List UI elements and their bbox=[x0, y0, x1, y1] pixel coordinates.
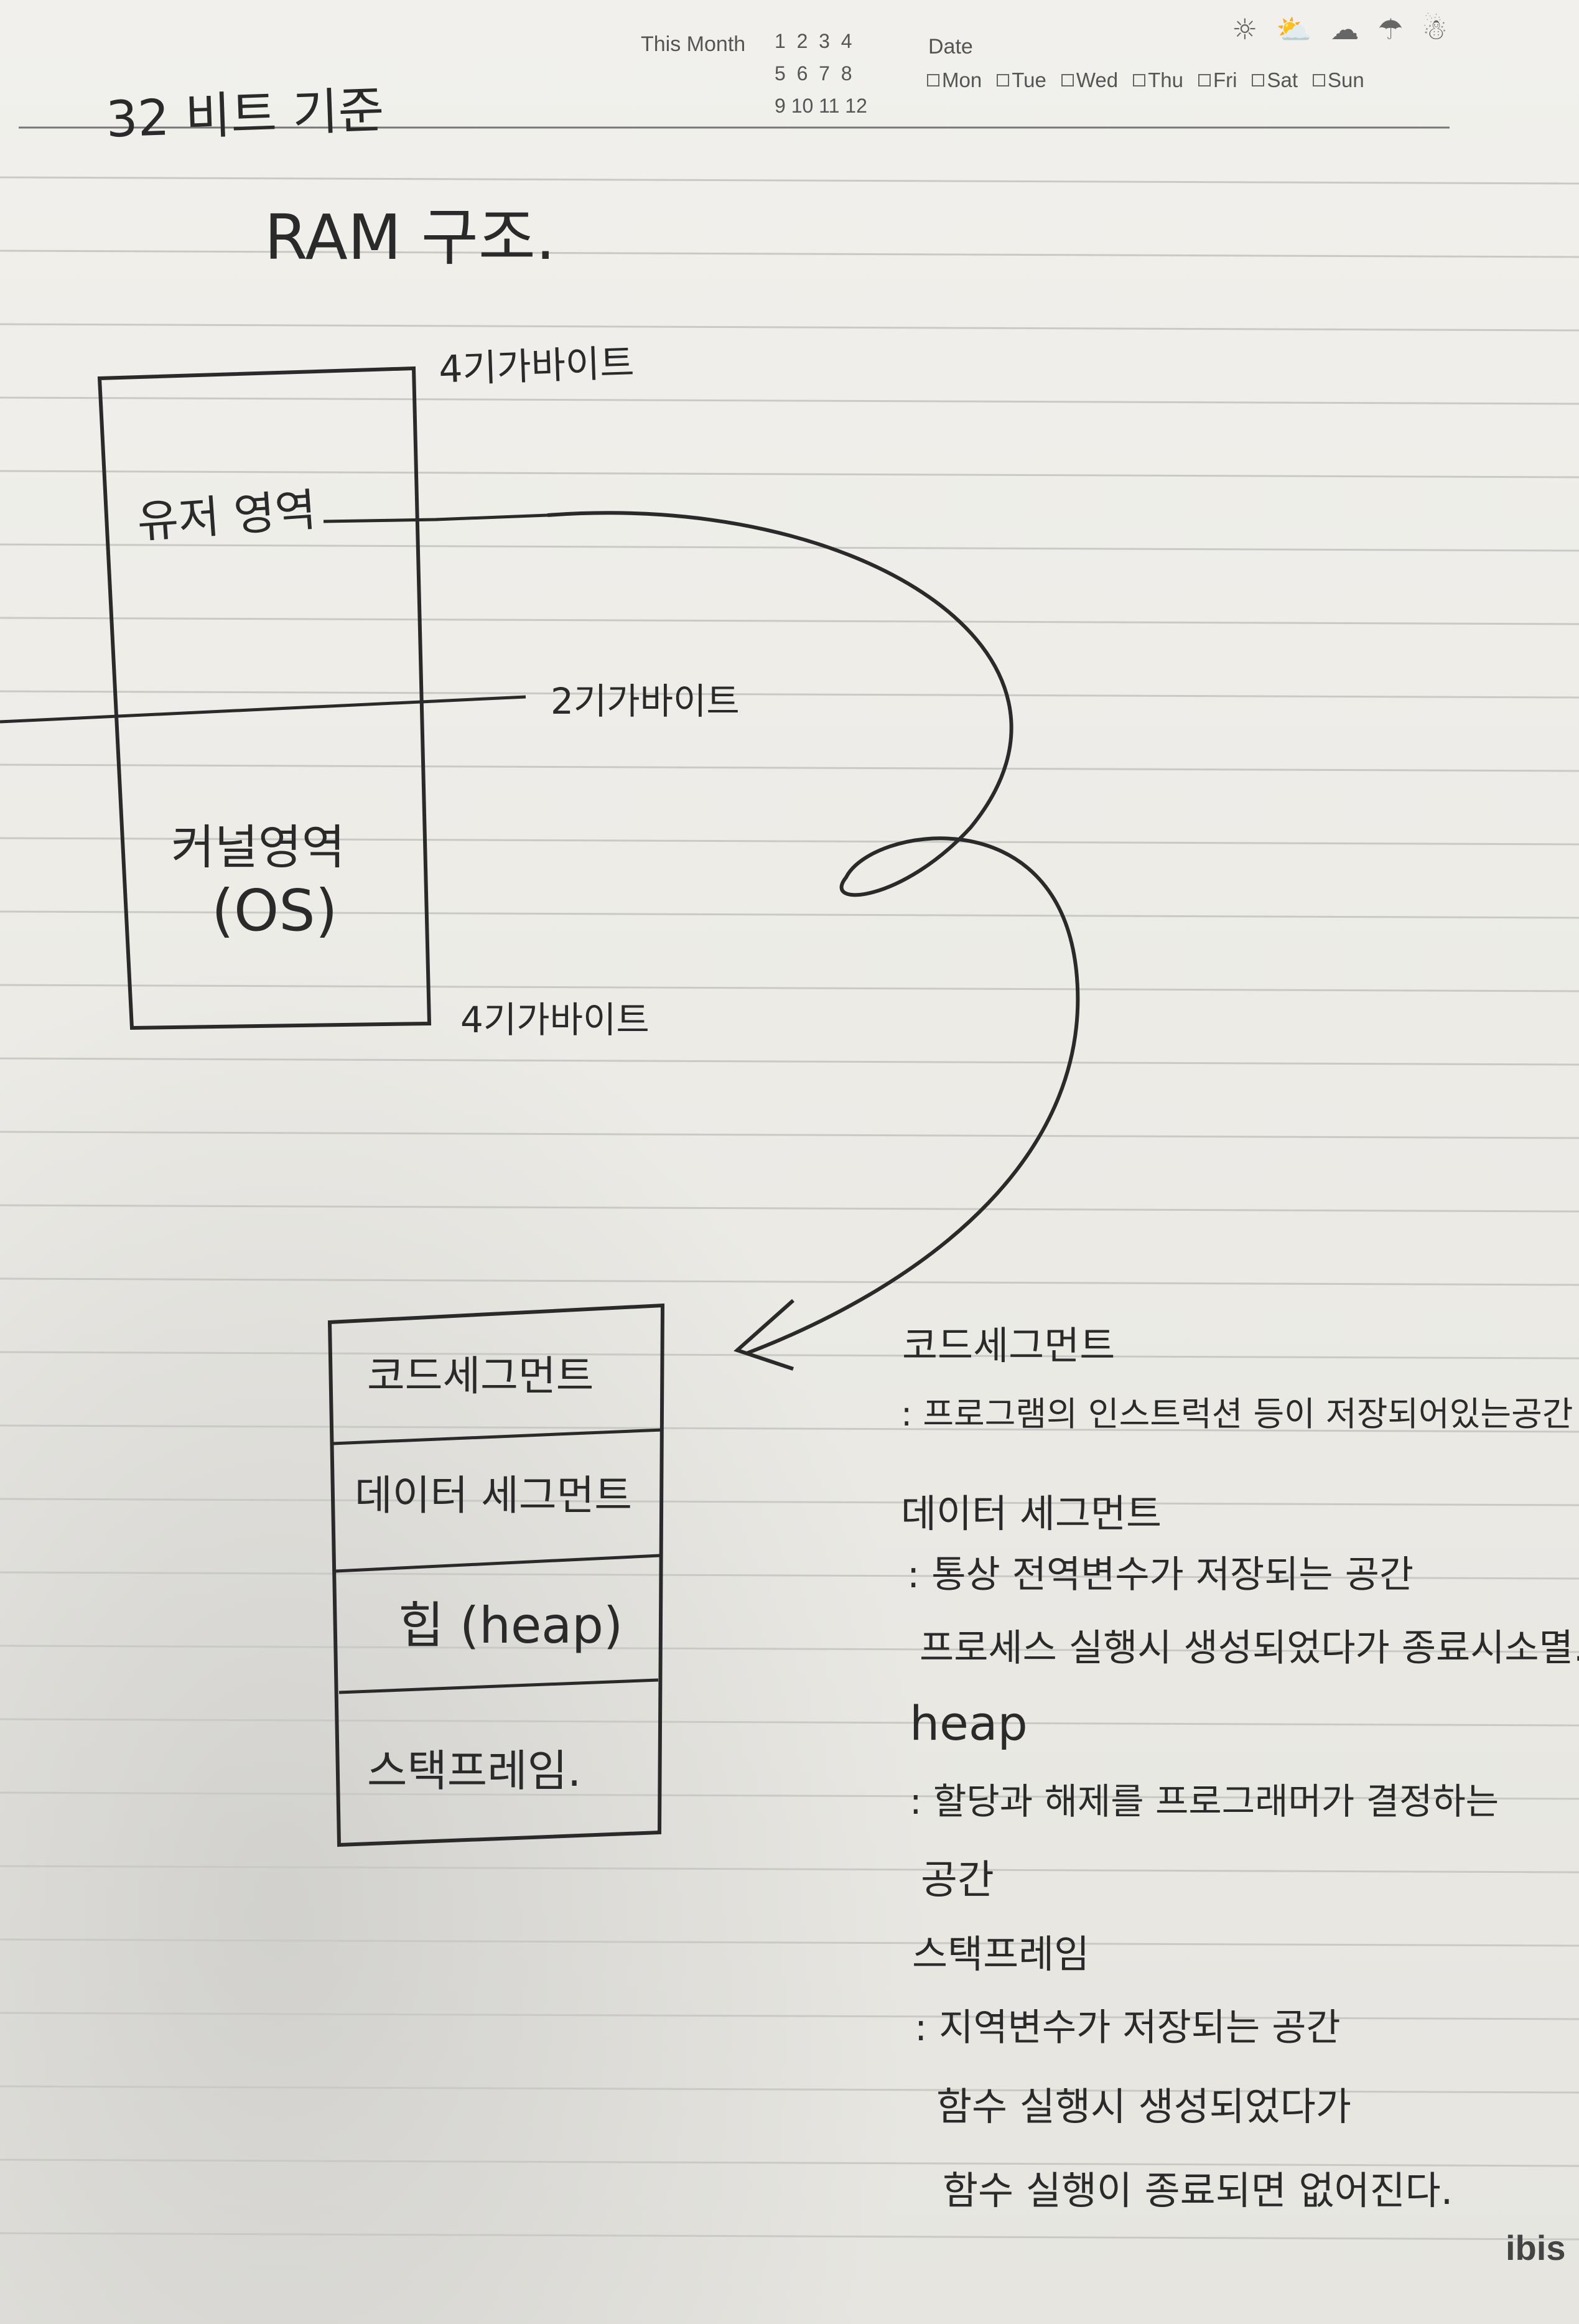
ruled-line bbox=[0, 1057, 1579, 1066]
ruled-line bbox=[0, 1498, 1579, 1506]
kernel-os-label: (OS) bbox=[212, 877, 338, 944]
this-month-label: This Month bbox=[641, 32, 746, 56]
ram-divider bbox=[0, 695, 526, 724]
note-line: 스택프레임 bbox=[912, 1931, 1090, 1977]
ruled-line bbox=[0, 250, 1579, 258]
code-segment-label: 코드세그먼트 bbox=[367, 1352, 594, 1400]
ruled-line bbox=[0, 543, 1579, 552]
checkbox-icon bbox=[1061, 74, 1074, 86]
ram-box bbox=[97, 366, 432, 1030]
ruled-line bbox=[0, 1865, 1579, 1874]
data-segment-label: 데이터 세그먼트 bbox=[355, 1472, 633, 1519]
shadow bbox=[0, 933, 933, 2324]
day-fri: Fri bbox=[1198, 68, 1237, 92]
ruled-line bbox=[0, 1424, 1579, 1433]
ruled-line bbox=[0, 1277, 1579, 1286]
partly-cloudy-icon: ⛅ bbox=[1276, 12, 1312, 46]
checkbox-icon bbox=[1133, 74, 1146, 86]
note-line: 데이터 세그먼트 bbox=[901, 1491, 1162, 1536]
ruled-line bbox=[0, 2012, 1579, 2020]
checkbox-icon bbox=[1252, 74, 1265, 86]
ruled-line bbox=[0, 1718, 1579, 1727]
curve-arrow bbox=[547, 511, 1080, 1355]
segment-divider-3 bbox=[338, 1678, 659, 1694]
month-row-1: 1 2 3 4 bbox=[775, 30, 852, 52]
date-label: Date bbox=[928, 35, 973, 58]
day-sat: Sat bbox=[1252, 68, 1298, 92]
umbrella-icon: ☂ bbox=[1377, 12, 1404, 46]
user-area-label: 유저 영역 bbox=[135, 483, 318, 548]
note-line: 함수 실행이 종료되면 없어진다. bbox=[943, 2168, 1453, 2213]
ruled-line bbox=[0, 1204, 1579, 1213]
heap-label: 힙 (heap) bbox=[398, 1597, 623, 1654]
segment-box bbox=[327, 1303, 665, 1847]
snowman-icon: ☃ bbox=[1422, 12, 1448, 46]
ruled-line bbox=[0, 323, 1579, 332]
ruled-line bbox=[0, 1351, 1579, 1360]
note-line: 코드세그먼트 bbox=[902, 1323, 1116, 1368]
ram-middle-label: 2기가바이트 bbox=[551, 680, 740, 722]
ruled-line bbox=[0, 1645, 1579, 1653]
month-row-3: 9 10 11 12 bbox=[775, 95, 867, 117]
note-line: 공간 bbox=[921, 1857, 994, 1903]
brand-logo: ibis bbox=[1506, 2228, 1566, 2267]
day-tue: Tue bbox=[997, 68, 1046, 92]
note-line: 함수 실행시 생성되었다가 bbox=[936, 2084, 1351, 2129]
note-line: heap bbox=[910, 1696, 1028, 1751]
note-line: : 지역변수가 저장되는 공간 bbox=[915, 2006, 1341, 2050]
day-wed: Wed bbox=[1061, 68, 1118, 92]
ram-top-label: 4기가바이트 bbox=[438, 341, 635, 392]
weekday-row: Mon Tue Wed Thu Fri Sat Sun bbox=[927, 68, 1364, 92]
ruled-line bbox=[0, 176, 1579, 185]
weather-icons: ☼ ⛅ ☁ ☂ ☃ bbox=[1232, 12, 1448, 47]
ruled-line bbox=[0, 1131, 1579, 1139]
note-line: : 프로그램의 인스트럭션 등이 저장되어있는공간 bbox=[901, 1394, 1573, 1434]
ruled-line bbox=[0, 1938, 1579, 1947]
month-row-2: 5 6 7 8 bbox=[775, 62, 852, 85]
ram-heading: RAM 구조. bbox=[264, 201, 556, 274]
note-line: 프로세스 실행시 생성되었다가 종료시소멸. bbox=[920, 1626, 1579, 1670]
arrow-head bbox=[734, 1299, 794, 1371]
checkbox-icon bbox=[1313, 74, 1326, 86]
day-mon: Mon bbox=[927, 68, 982, 92]
ruled-line bbox=[0, 617, 1579, 625]
ruled-line bbox=[0, 910, 1579, 919]
day-sun: Sun bbox=[1313, 68, 1364, 92]
ruled-line bbox=[0, 2158, 1579, 2167]
stack-frame-label: 스택프레임. bbox=[367, 1745, 582, 1796]
month-grid: 1 2 3 4 5 6 7 8 9 10 11 12 bbox=[775, 25, 867, 122]
kernel-area-label: 커널영역 bbox=[171, 819, 345, 875]
cloudy-icon: ☁ bbox=[1330, 12, 1359, 46]
ruled-line bbox=[0, 837, 1579, 846]
segment-divider-2 bbox=[335, 1554, 660, 1573]
note-line: : 할당과 해제를 프로그래머가 결정하는 bbox=[910, 1780, 1499, 1822]
sun-icon: ☼ bbox=[1232, 12, 1258, 46]
ruled-line bbox=[0, 1791, 1579, 1800]
checkbox-icon bbox=[927, 74, 939, 86]
ruled-line bbox=[0, 763, 1579, 772]
ram-bottom-label: 4기가바이트 bbox=[460, 999, 650, 1041]
ruled-line bbox=[0, 2232, 1579, 2241]
ruled-line bbox=[0, 1571, 1579, 1580]
segment-divider-1 bbox=[332, 1428, 663, 1445]
ruled-line bbox=[0, 2085, 1579, 2094]
day-thu: Thu bbox=[1133, 68, 1183, 92]
ruled-line bbox=[0, 984, 1579, 992]
checkbox-icon bbox=[997, 74, 1010, 86]
pointer-line bbox=[323, 513, 548, 523]
note-line: : 통상 전역변수가 저장되는 공간 bbox=[907, 1553, 1414, 1597]
ruled-line bbox=[0, 396, 1579, 405]
ruled-line bbox=[0, 470, 1579, 478]
ruled-line bbox=[0, 690, 1579, 699]
checkbox-icon bbox=[1198, 74, 1211, 86]
page-title: 32 비트 기준 bbox=[105, 81, 385, 149]
